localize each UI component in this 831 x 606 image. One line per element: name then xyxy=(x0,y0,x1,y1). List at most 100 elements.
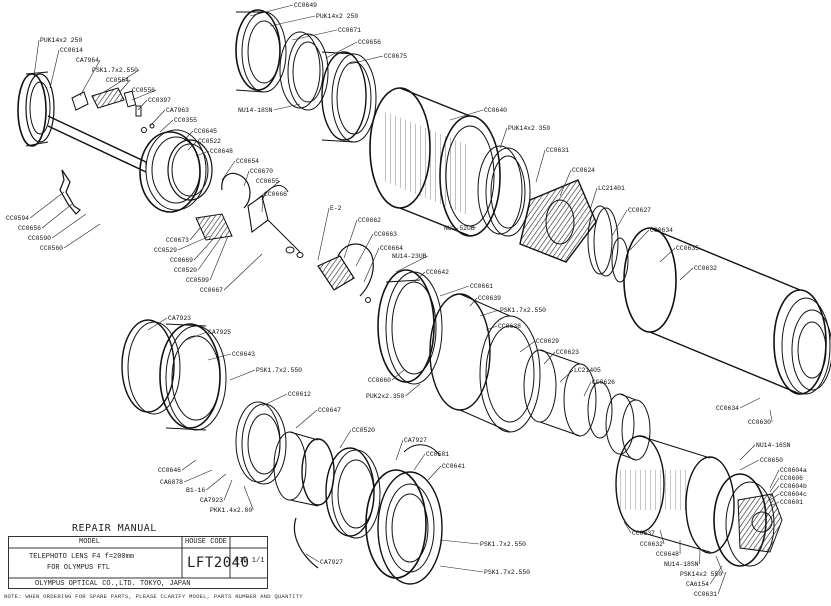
callout-leader-line xyxy=(197,235,223,271)
part-callout: CC0626 xyxy=(592,379,615,386)
callout-leader-line xyxy=(543,351,556,365)
part-callout: CC0663 xyxy=(374,231,397,238)
company-name: OLYMPUS OPTICAL CO.,LTD. TOKYO, JAPAN xyxy=(35,580,191,588)
part-callout: CA7923 xyxy=(200,497,223,504)
part-callout: CC0664 xyxy=(380,245,403,252)
callout-leader-line xyxy=(479,309,500,317)
part-callout: CC0560 xyxy=(40,245,63,252)
callout-leader-line xyxy=(739,459,760,471)
house-code: LFT2040 xyxy=(187,555,250,571)
part-callout: PUK14x2 250 xyxy=(316,13,358,20)
callout-leader-line xyxy=(291,29,338,41)
part-callout: E-2 xyxy=(330,205,342,212)
callout-leader-line xyxy=(535,149,546,183)
part-callout: CC0355 xyxy=(174,117,197,124)
part-callout: CC0623 xyxy=(556,349,579,356)
part-callout: B1-16 xyxy=(186,487,205,494)
part-callout: CC0655 xyxy=(256,178,279,185)
rear-helicoid-part xyxy=(615,435,735,554)
part-callout: CC0397 xyxy=(148,97,171,104)
callout-leader-line xyxy=(51,213,87,239)
lever-part xyxy=(59,169,81,215)
part-callout: CA6154 xyxy=(686,581,709,588)
part-callout: PSK1.7x2.550 xyxy=(480,541,526,548)
callout-leader-line xyxy=(629,229,650,251)
part-callout: NU2-52UB xyxy=(444,225,475,232)
callout-leader-line xyxy=(195,150,210,157)
inner-lens-barrel-part xyxy=(429,293,541,433)
callout-leader-line xyxy=(769,477,780,493)
part-callout: CC0637 xyxy=(632,530,655,537)
callout-leader-line xyxy=(363,247,380,283)
part-callout: CC0656 xyxy=(18,225,41,232)
spacer-ring-part xyxy=(587,205,619,277)
adapter-tube-part xyxy=(273,431,335,507)
callout-leader-line xyxy=(223,253,263,291)
callout-leader-line xyxy=(187,140,198,151)
part-callout: NU14-18SN xyxy=(238,107,273,114)
callout-leader-line xyxy=(49,49,60,89)
part-callout: CC0639 xyxy=(478,295,501,302)
house-code-header: HOUSE CODE xyxy=(185,538,228,546)
part-callout: CA7964 xyxy=(76,57,99,64)
part-callout: CC0556 xyxy=(132,87,155,94)
callout-leader-line xyxy=(193,237,215,261)
rear-mount-part xyxy=(713,473,783,567)
callout-leader-line xyxy=(261,193,264,213)
part-callout: CC0601 xyxy=(780,499,803,506)
callout-leader-line xyxy=(355,233,374,267)
part-callout: CC0630 xyxy=(748,419,771,426)
part-callout: CC0522 xyxy=(198,138,221,145)
callout-leader-line xyxy=(325,41,358,59)
part-callout: CC0673 xyxy=(166,237,189,244)
callout-leader-line xyxy=(709,565,723,585)
callout-leader-line xyxy=(177,235,211,251)
mounting-nut-part xyxy=(611,237,629,283)
part-callout: CC0666 xyxy=(264,191,287,198)
part-callout: CC0612 xyxy=(288,391,311,398)
callout-leader-line xyxy=(223,479,233,501)
part-callout: PSK1.7x2.550 xyxy=(500,307,546,314)
callout-leader-line xyxy=(395,255,428,273)
part-callout: CC0614 xyxy=(60,47,83,54)
part-callout: CC0667 xyxy=(200,287,223,294)
part-callout: CA6878 xyxy=(160,479,183,486)
retaining-ring-part xyxy=(279,31,329,111)
aperture-lever-part xyxy=(285,243,374,303)
callout-leader-line xyxy=(103,69,140,93)
model-line2: FOR OLYMPUS FTL xyxy=(47,564,111,572)
callout-leader-line xyxy=(243,485,254,511)
callout-leader-line xyxy=(317,207,330,261)
front-lens-ring-part xyxy=(235,9,287,93)
focusing-rod-part xyxy=(47,115,147,173)
part-callout: CC0648 xyxy=(210,148,233,155)
part-callout: PUK2x2.350 xyxy=(366,393,405,400)
part-callout: CC0643 xyxy=(232,351,255,358)
callout-leader-line xyxy=(295,409,318,429)
front-ring-part xyxy=(121,319,227,431)
callout-leader-line xyxy=(769,501,780,507)
callout-leader-line xyxy=(499,127,508,149)
optical-cell-part xyxy=(523,349,651,461)
callout-leader-line xyxy=(147,317,168,331)
part-callout: CC0661 xyxy=(470,283,493,290)
callout-leader-line xyxy=(63,223,101,249)
callout-leader-line xyxy=(349,55,384,65)
callout-leader-line xyxy=(659,529,665,545)
callout-leader-line xyxy=(183,469,213,483)
callout-leader-line xyxy=(343,219,358,259)
callout-leader-line xyxy=(183,130,194,141)
part-callout: CC0646 xyxy=(158,467,181,474)
rear-barrel-part xyxy=(623,227,831,395)
part-callout: CA7927 xyxy=(320,559,343,566)
part-callout: LC21401 xyxy=(598,185,625,192)
part-callout: CC0654 xyxy=(236,158,259,165)
callout-leader-line xyxy=(206,473,227,491)
callout-leader-line xyxy=(769,493,780,501)
part-callout: CC0650 xyxy=(760,457,783,464)
title-block: REPAIR MANUAL MODEL HOUSE CODE TELEPHOTO… xyxy=(6,523,272,590)
callout-leader-line xyxy=(185,331,208,341)
callout-leader-line xyxy=(79,59,101,97)
callout-leader-line xyxy=(485,325,498,331)
part-callout: CC0590 xyxy=(28,235,51,242)
